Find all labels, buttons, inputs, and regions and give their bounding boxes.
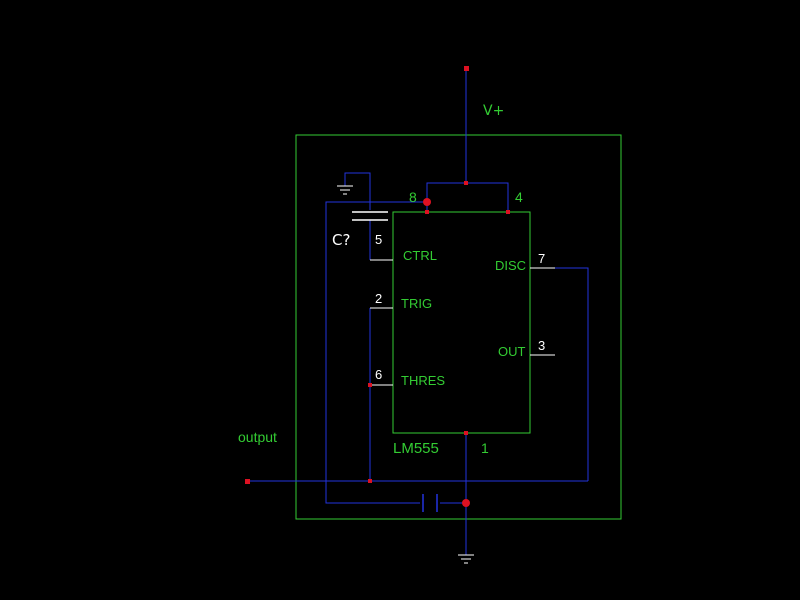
wire-vcc-bridge[interactable] xyxy=(426,182,509,212)
node-pin8-junction[interactable] xyxy=(423,198,431,206)
pin3-number: 3 xyxy=(538,338,545,353)
node-gnd-junction[interactable] xyxy=(462,499,470,507)
lm555-chip-body[interactable] xyxy=(392,211,531,434)
wire-disc-loop[interactable] xyxy=(555,267,589,481)
ground-icon-bottom xyxy=(458,554,474,564)
wires xyxy=(247,68,589,555)
pin4-number: 4 xyxy=(515,189,523,205)
pin6-number: 6 xyxy=(375,367,382,382)
node-trig-output[interactable] xyxy=(368,479,372,483)
node-vplus-terminal[interactable] xyxy=(464,66,469,71)
node-output-terminal[interactable] xyxy=(245,479,250,484)
nodes xyxy=(245,66,510,507)
pin5-label: CTRL xyxy=(403,248,437,263)
node-pin4[interactable] xyxy=(506,210,510,214)
pin7-label: DISC xyxy=(495,258,526,273)
pin3-label: OUT xyxy=(498,344,526,359)
node-pin8[interactable] xyxy=(425,210,429,214)
pin-leads xyxy=(370,259,555,386)
pin7-number: 7 xyxy=(538,251,545,266)
capacitor-label: C? xyxy=(332,231,350,249)
capacitor-icon[interactable] xyxy=(352,211,388,221)
timing-capacitor-icon[interactable] xyxy=(422,494,438,512)
subcircuit-boundary xyxy=(295,134,622,520)
wire-cap-ground[interactable] xyxy=(344,172,371,210)
supply-label: V+ xyxy=(483,103,504,119)
node-pin1[interactable] xyxy=(464,431,468,435)
node-vcc-junction[interactable] xyxy=(464,181,468,185)
pin1-number: 1 xyxy=(481,440,489,456)
pin2-label: TRIG xyxy=(401,296,432,311)
pin5-number: 5 xyxy=(375,232,382,247)
wire-left-bus[interactable] xyxy=(325,201,427,504)
ground-icon xyxy=(337,185,353,195)
node-pin6[interactable] xyxy=(368,383,372,387)
chip-label: LM555 xyxy=(393,440,439,457)
pin2-number: 2 xyxy=(375,291,382,306)
pin6-label: THRES xyxy=(401,373,445,388)
output-label: output xyxy=(238,429,277,445)
pin8-number: 8 xyxy=(409,189,417,205)
